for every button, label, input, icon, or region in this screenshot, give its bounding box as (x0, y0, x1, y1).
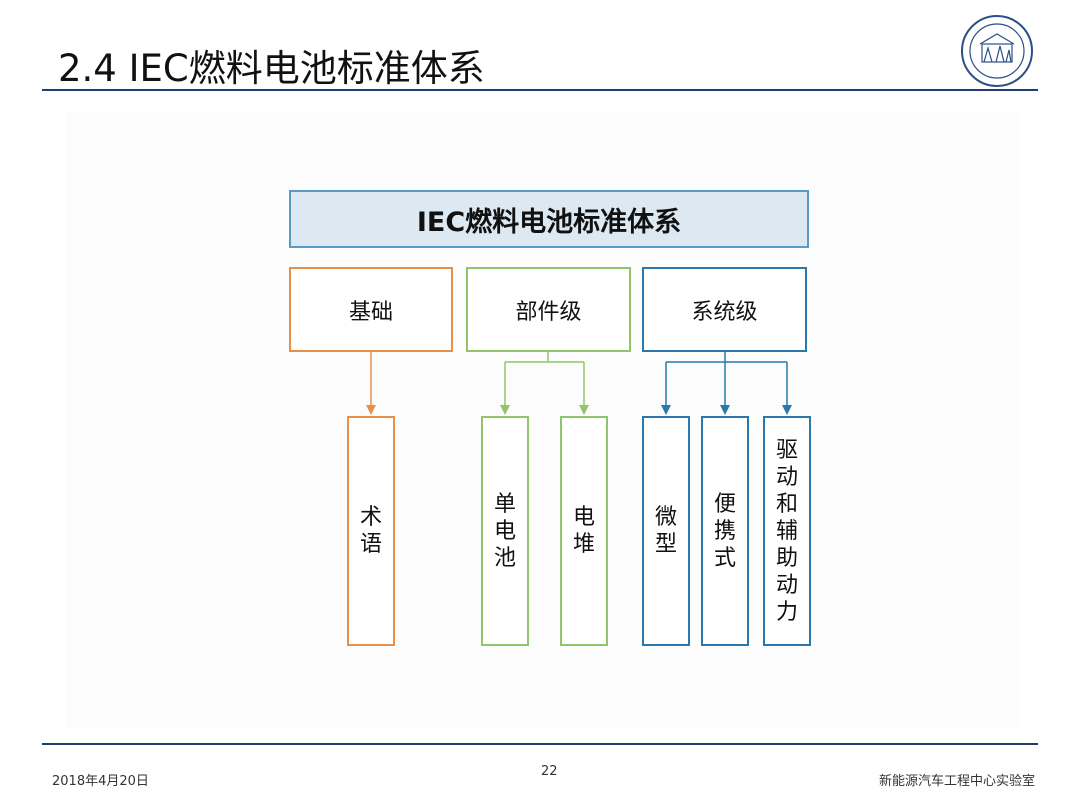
category-foundation-box: 基础 (289, 267, 453, 352)
connector-component (500, 352, 589, 415)
footer-rule (42, 743, 1038, 745)
footer-organization: 新能源汽车工程中心实验室 (878, 774, 1035, 789)
header-rule (42, 89, 1038, 91)
university-seal-icon (961, 15, 1033, 87)
page-number: 22 (541, 764, 558, 779)
leaf-single-cell-box: 单电池 (481, 416, 529, 646)
connector-system (661, 352, 792, 415)
footer-date: 2018年4月20日 (52, 774, 149, 789)
leaf-propulsion-aux-box: 驱动和辅助动力 (763, 416, 811, 646)
diagram-root-label: IEC燃料电池标准体系 (416, 206, 682, 238)
leaf-terminology-box: 术语 (347, 416, 395, 646)
leaf-label: 便携式 (713, 491, 736, 571)
leaf-label: 单电池 (493, 491, 516, 571)
category-component-box: 部件级 (466, 267, 631, 352)
leaf-micro-box: 微型 (642, 416, 690, 646)
leaf-label: 电堆 (572, 505, 595, 557)
leaf-stack-box: 电堆 (560, 416, 608, 646)
diagram-root-box: IEC燃料电池标准体系 (289, 190, 809, 248)
slide-title: 2.4 IEC燃料电池标准体系 (58, 47, 485, 90)
category-label: 基础 (348, 299, 393, 325)
leaf-label: 微型 (654, 505, 677, 557)
category-label: 系统级 (691, 299, 758, 325)
leaf-label: 术语 (359, 505, 382, 557)
category-system-box: 系统级 (642, 267, 807, 352)
leaf-portable-box: 便携式 (701, 416, 749, 646)
category-label: 部件级 (515, 299, 582, 325)
leaf-label: 驱动和辅助动力 (775, 437, 798, 625)
